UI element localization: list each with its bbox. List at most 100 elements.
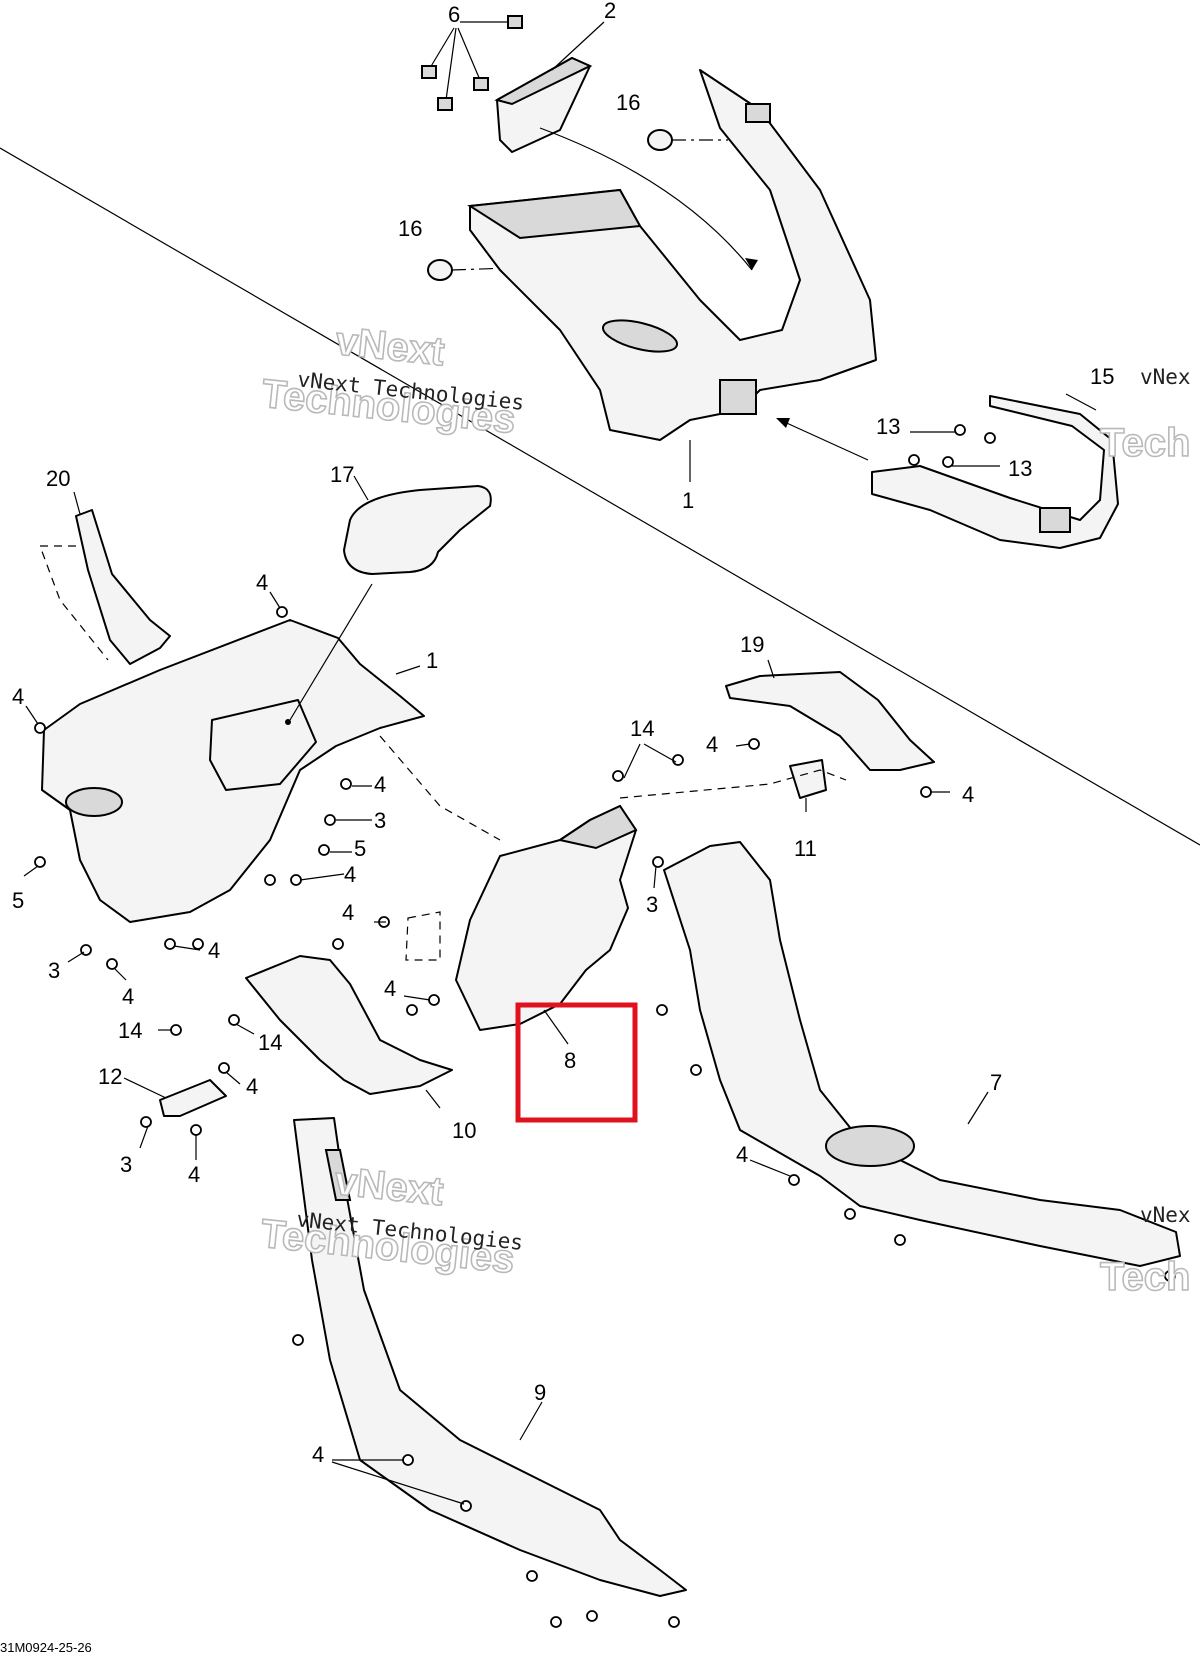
leader-1-lower-seat [289, 583, 373, 721]
callout-17: 17 [330, 462, 354, 487]
grommet-16-upper [647, 129, 673, 151]
arrowhead-2 [745, 258, 758, 270]
clip-6c [473, 77, 489, 91]
callout-4-dash-b: 4 [344, 862, 356, 887]
callout-19: 19 [740, 632, 764, 657]
callout-16-lower: 16 [398, 216, 422, 241]
part-1-vent [719, 379, 757, 415]
callout-1-upper: 1 [682, 488, 694, 513]
drawing-code: 31M0924-25-26 [0, 1640, 92, 1655]
callout-4-mid-c: 4 [384, 976, 396, 1001]
callout-labels: 6 2 16 16 1 15 13 13 20 17 1 4 4 4 3 5 4… [12, 0, 1114, 1467]
callout-5-left: 5 [12, 888, 24, 913]
callout-15: 15 [1090, 364, 1114, 389]
part-19-bracket [725, 671, 935, 771]
callout-3-clip: 3 [120, 1152, 132, 1177]
watermark-edge-4: Tech [1100, 1255, 1190, 1299]
clip-6a [421, 65, 437, 79]
leader-19 [767, 659, 775, 679]
leader-2-arrow [539, 127, 753, 271]
callout-1-lower: 1 [426, 648, 438, 673]
part-7-cutout [825, 1125, 915, 1167]
callout-4-left: 4 [12, 684, 24, 709]
callout-13-right: 13 [1008, 456, 1032, 481]
callout-4-clip: 4 [246, 1074, 258, 1099]
part-7-floor-panel [663, 841, 1181, 1267]
fastener-group [34, 606, 1176, 1628]
watermark-edge-3: vNex [1140, 1203, 1191, 1227]
clip-6d [507, 15, 523, 29]
part-12-clip [159, 1079, 227, 1117]
callout-8: 8 [564, 1048, 576, 1073]
leader-7 [967, 1091, 989, 1125]
part-1-slot [601, 319, 679, 353]
leader-12 [123, 1077, 167, 1099]
callout-3-left: 3 [48, 958, 60, 983]
leader-15 [1065, 393, 1097, 411]
assembly-path-20 [39, 545, 109, 661]
fastener-13c [908, 454, 920, 466]
callout-20: 20 [46, 466, 70, 491]
callout-4-panel: 4 [312, 1442, 324, 1467]
leader-15-arrow [779, 419, 869, 461]
leader-6a [429, 27, 455, 69]
part-1-nose-cowl [469, 69, 877, 441]
part-17-cushion [343, 485, 492, 575]
part-10-panel [245, 955, 453, 1095]
callout-4-dash-c: 4 [208, 938, 220, 963]
section-divider-line [0, 147, 1200, 846]
watermark-edge-2: Tech [1100, 421, 1190, 465]
arrowhead-15 [776, 418, 790, 428]
leader-8 [543, 1009, 569, 1045]
callout-leaders [23, 591, 950, 1505]
part-15-band [1039, 507, 1071, 533]
part-15-bumper [871, 395, 1119, 549]
fastener-13d [942, 456, 954, 468]
part-20-side-panel [75, 509, 171, 665]
callout-4-dash-a: 4 [374, 772, 386, 797]
leader-9 [519, 1401, 543, 1441]
callout-9: 9 [534, 1380, 546, 1405]
callout-7: 7 [990, 1070, 1002, 1095]
leader-6c [457, 27, 481, 81]
part-1-mount [745, 103, 771, 123]
part-11-latch [789, 759, 827, 799]
callout-6: 6 [448, 2, 460, 27]
leader-20 [73, 491, 81, 515]
assembly-path-1 [379, 735, 501, 841]
seat-mount-point [285, 719, 291, 725]
part-8-duct-top [557, 804, 638, 850]
grommet-16-lower [427, 259, 453, 281]
watermark-edge-1: vNex [1140, 365, 1191, 389]
part-9-slot [324, 1149, 352, 1201]
fastener-13b [984, 432, 996, 444]
watermark-group-1: vNext Technologies vNext Technologies [259, 318, 525, 443]
part-1-nose-top [467, 188, 642, 240]
watermark-group-2: vNext Technologies vNext Technologies [258, 1158, 524, 1283]
leader-1-lower [395, 665, 421, 675]
callout-14-left: 14 [118, 1018, 142, 1043]
leader-2 [551, 21, 605, 71]
callout-5-dash: 5 [354, 836, 366, 861]
leader-10 [425, 1089, 441, 1109]
callout-4-clip-b: 4 [188, 1162, 200, 1187]
watermark-big-line1: vNext [334, 319, 447, 374]
part-2-pad-top [494, 56, 593, 106]
callout-4-left-b: 4 [122, 984, 134, 1009]
callout-11: 11 [794, 836, 817, 861]
callout-4-floor: 4 [736, 1142, 748, 1167]
part-1-dash-slot [65, 787, 123, 817]
callout-12: 12 [98, 1064, 122, 1089]
assembly-outline-8 [405, 911, 441, 961]
leader-17 [353, 475, 369, 501]
callout-10: 10 [452, 1118, 476, 1143]
callout-2: 2 [604, 0, 616, 23]
callout-4-right: 4 [962, 782, 974, 807]
callout-13-left: 13 [876, 414, 900, 439]
callout-16-upper: 16 [616, 90, 640, 115]
callout-14-mid: 14 [258, 1030, 282, 1055]
callout-4-mid-a: 4 [342, 900, 354, 925]
clip-6b [437, 97, 453, 111]
